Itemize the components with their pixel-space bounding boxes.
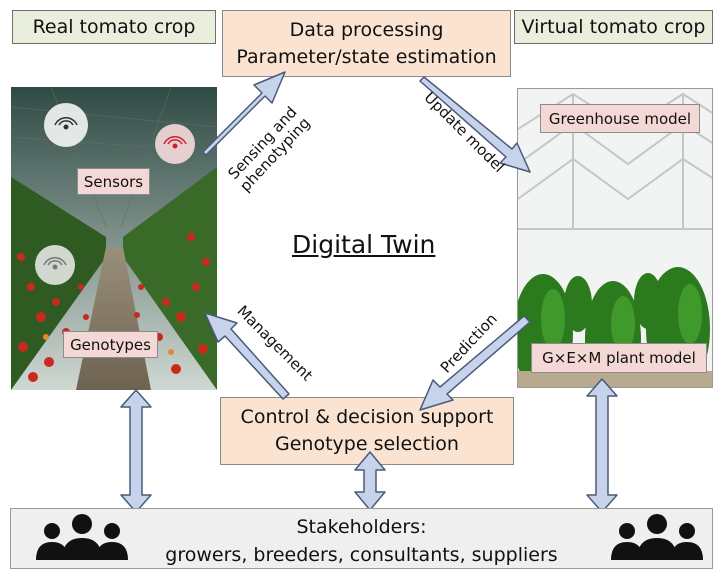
right-stakeholder-arrow [586,378,618,513]
wifi-signal-icon [35,245,75,285]
people-group-icon [36,514,128,560]
control-decision-text: Control & decision support [240,406,494,429]
stakeholders-title: Stakeholders: [296,516,427,538]
update-model-arrow [419,76,531,173]
stakeholders-panel: Stakeholders: growers, breeders, consult… [10,508,713,569]
plant-model-label: G×E×M plant model [531,343,707,373]
left-stakeholder-arrow [120,389,152,513]
genotypes-label: Genotypes [63,331,158,358]
stakeholders-list: growers, breeders, consultants, supplier… [165,544,558,566]
data-processing-title: Data processing [289,18,444,41]
wifi-signal-icon [44,103,88,147]
sensing-arrow [202,71,286,156]
people-group-icon [611,514,703,560]
genotype-selection-text: Genotype selection [275,433,459,455]
real-crop-label: Real tomato crop [12,10,216,44]
digital-twin-title: Digital Twin [292,230,436,259]
prediction-arrow [419,315,531,411]
virtual-crop-label: Virtual tomato crop [514,10,713,44]
center-stakeholder-arrow [354,451,386,511]
greenhouse-model-label: Greenhouse model [540,104,700,133]
management-arrow [204,312,290,400]
sensors-label: Sensors [77,168,150,195]
parameter-estimation-text: Parameter/state estimation [236,45,497,68]
data-processing-box: Data processing Parameter/state estimati… [222,10,511,77]
wifi-signal-icon [155,124,195,164]
control-decision-box: Control & decision support Genotype sele… [220,397,514,465]
